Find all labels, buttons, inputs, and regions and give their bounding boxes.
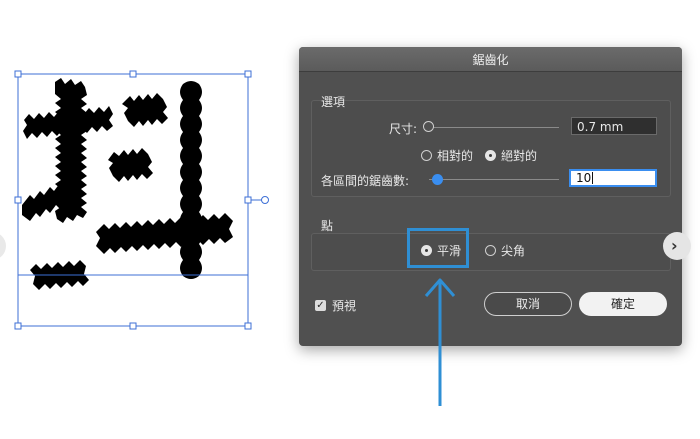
corner-radio[interactable]: 尖角	[485, 242, 525, 259]
size-slider-track[interactable]	[429, 127, 559, 128]
ridges-slider-track[interactable]	[429, 179, 559, 180]
selection-bounding-box	[14, 70, 269, 330]
smooth-highlight-box	[407, 228, 469, 268]
points-group-label: 點	[321, 219, 334, 233]
preview-checkbox[interactable]: ✓ 預視	[315, 297, 356, 314]
dialog-title: 鋸齒化	[472, 53, 509, 67]
size-slider-knob[interactable]	[423, 121, 434, 132]
chevron-right-icon: ›	[671, 236, 678, 255]
zigzag-dialog: 鋸齒化 選項 尺寸: 0.7 mm 相對的 絕對的 各區間的鋸齒數: 10 點 …	[299, 47, 682, 346]
corner-radio-label: 尖角	[501, 244, 526, 258]
ok-button[interactable]: 確定	[579, 292, 667, 316]
annotation-arrow-icon	[424, 278, 456, 406]
cancel-button[interactable]: 取消	[484, 292, 572, 316]
smooth-radio[interactable]: 平滑	[421, 242, 461, 259]
corner-radio-dot	[485, 245, 496, 256]
next-slide-button[interactable]: ›	[663, 232, 691, 260]
options-group-label: 選項	[321, 95, 346, 109]
ridges-label: 各區間的鋸齒數:	[321, 174, 410, 188]
absolute-radio[interactable]: 絕對的	[485, 147, 537, 164]
artboard[interactable]	[0, 0, 300, 439]
previous-slide-button[interactable]	[0, 232, 6, 260]
preview-label: 預視	[332, 299, 357, 313]
relative-radio[interactable]: 相對的	[421, 147, 473, 164]
ridges-input-value: 10	[576, 171, 592, 185]
absolute-radio-label: 絕對的	[501, 149, 538, 163]
relative-radio-label: 相對的	[437, 149, 474, 163]
size-label: 尺寸:	[389, 122, 418, 136]
smooth-radio-label: 平滑	[437, 244, 462, 258]
absolute-radio-dot	[485, 150, 496, 161]
text-caret	[592, 172, 594, 184]
zigzag-artwork	[14, 70, 269, 330]
size-input[interactable]: 0.7 mm	[571, 117, 657, 135]
ridges-input[interactable]: 10	[569, 169, 657, 187]
relative-radio-dot	[421, 150, 432, 161]
dialog-titlebar[interactable]: 鋸齒化	[299, 47, 682, 72]
checkmark-icon: ✓	[315, 300, 326, 311]
ridges-slider-knob[interactable]	[432, 174, 443, 185]
smooth-radio-dot	[421, 245, 432, 256]
glyph-strokes	[22, 78, 233, 290]
